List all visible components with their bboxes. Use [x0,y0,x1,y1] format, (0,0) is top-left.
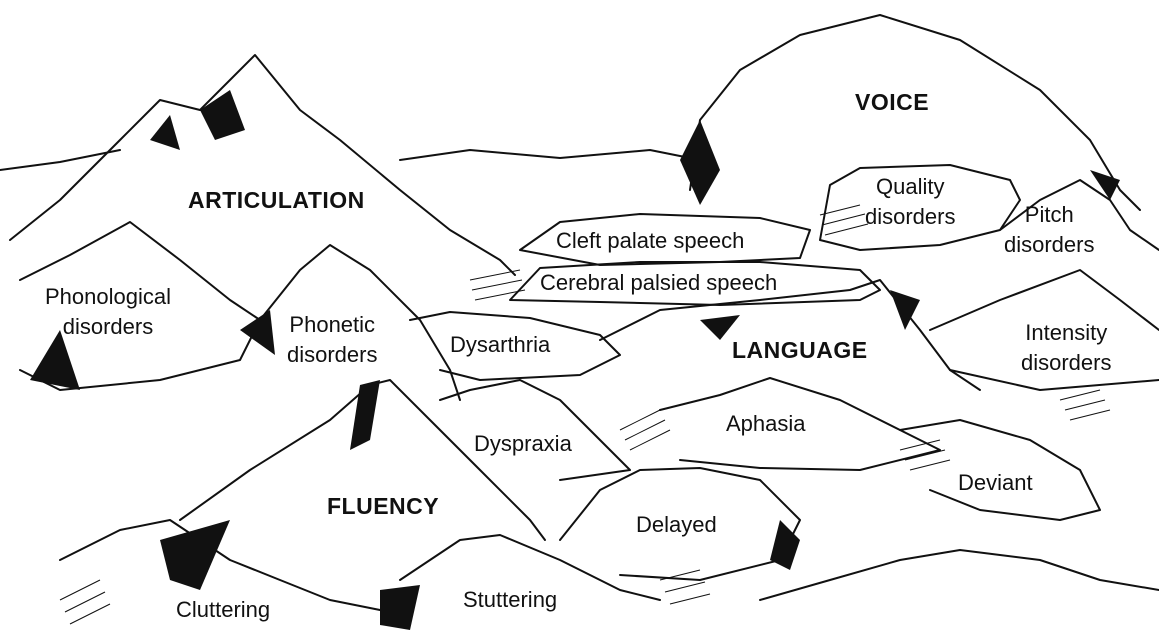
label-quality-disorders: Quality disorders [865,172,955,232]
label-dyspraxia: Dyspraxia [474,431,572,457]
label-deviant: Deviant [958,470,1033,496]
label-delayed: Delayed [636,512,717,538]
label-intensity-disorders: Intensity disorders [1021,318,1111,378]
label-quality-line2: disorders [865,202,955,232]
label-phonological-line2: disorders [45,312,171,342]
shade-articulation-2 [150,115,180,150]
shade-voice [680,120,720,205]
foreground-right [760,550,1159,600]
label-pitch-line1: Pitch [1004,200,1094,230]
shade-foreground [380,585,420,630]
articulation-mountain [10,55,515,275]
shade-fluency-2 [160,520,230,590]
label-articulation: ARTICULATION [188,187,365,213]
hatch-1 [820,205,868,235]
shade-articulation [200,90,245,140]
label-quality-line1: Quality [865,172,955,202]
language-mountain [600,280,980,390]
label-phonological-line1: Phonological [45,282,171,312]
label-pitch-line2: disorders [1004,230,1094,260]
dyspraxia-rock [440,380,630,480]
label-phonetic-disorders: Phonetic disorders [287,310,377,370]
label-language: LANGUAGE [732,337,868,363]
label-aphasia: Aphasia [726,411,806,437]
hatch-6 [60,580,110,624]
hatch-4 [900,440,950,470]
hatch-3 [620,410,670,450]
label-dysarthria: Dysarthria [450,332,550,358]
hatch-5 [1060,390,1110,420]
label-phonological-disorders: Phonological disorders [45,282,171,342]
label-intensity-line1: Intensity [1021,318,1111,348]
horizon-line [0,150,700,170]
hatch-7 [660,570,710,604]
label-phonetic-line1: Phonetic [287,310,377,340]
label-voice: VOICE [855,89,929,115]
hatch-2 [470,270,525,300]
label-stuttering: Stuttering [463,587,557,613]
label-phonetic-line2: disorders [287,340,377,370]
label-cerebral-palsied-speech: Cerebral palsied speech [540,270,777,296]
label-intensity-line2: disorders [1021,348,1111,378]
shade-fluency [350,380,380,450]
label-cleft-palate-speech: Cleft palate speech [556,228,744,254]
label-cluttering: Cluttering [176,597,270,623]
label-pitch-disorders: Pitch disorders [1004,200,1094,260]
label-fluency: FLUENCY [327,493,439,519]
